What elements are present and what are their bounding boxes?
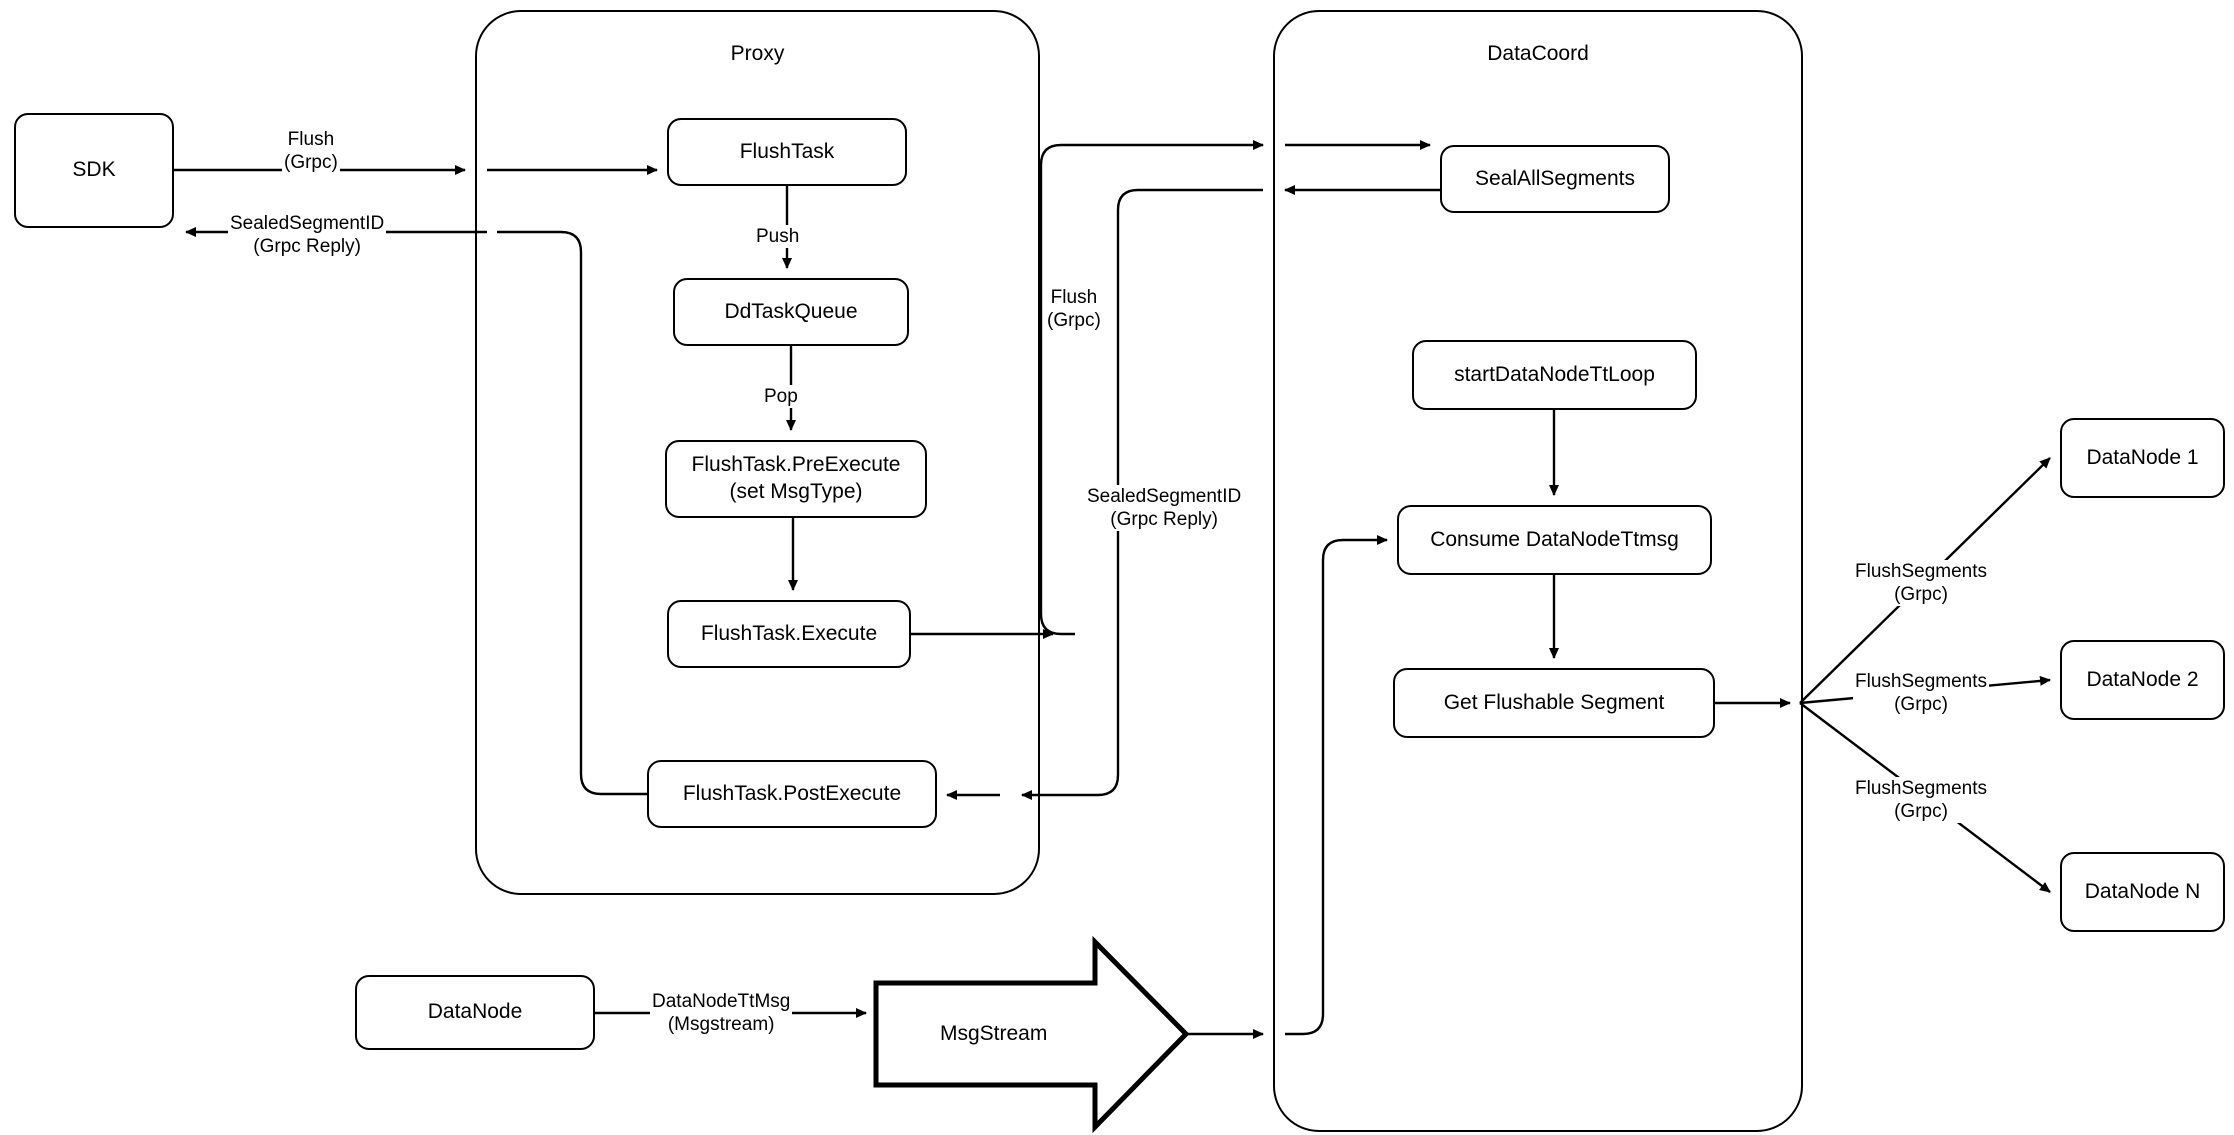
edge-label-flushsegments-1: FlushSegments (Grpc) — [1853, 560, 1990, 607]
edge-label-datanodettmsg: DataNodeTtMsg (Msgstream) — [650, 990, 793, 1037]
group-datacoord — [1273, 10, 1803, 1132]
node-datanode-1[interactable]: DataNode 1 — [2060, 418, 2225, 498]
edge-label-pop: Pop — [762, 385, 800, 409]
edge-flush-grpc-up — [1039, 140, 1264, 636]
node-flushtask-preexecute[interactable]: FlushTask.PreExecute (set MsgType) — [665, 440, 927, 518]
node-start-datanode-ttloop[interactable]: startDataNodeTtLoop — [1412, 340, 1697, 410]
edge-label-sealedsegmentid-sdk: SealedSegmentID (Grpc Reply) — [228, 212, 387, 259]
node-consume-datanode-ttmsg[interactable]: Consume DataNodeTtmsg — [1397, 505, 1712, 575]
edge-postexecute-to-sdkreply — [497, 230, 647, 796]
node-sealallsegments[interactable]: SealAllSegments — [1440, 145, 1670, 213]
edge-label-flushsegments-n: FlushSegments (Grpc) — [1853, 777, 1990, 824]
node-get-flushable-segment[interactable]: Get Flushable Segment — [1393, 668, 1715, 738]
node-flushtask-postexecute[interactable]: FlushTask.PostExecute — [647, 760, 937, 828]
node-flushtask[interactable]: FlushTask — [667, 118, 907, 186]
group-proxy — [475, 10, 1040, 895]
node-datanode-source[interactable]: DataNode — [355, 975, 595, 1050]
node-sdk[interactable]: SDK — [14, 113, 174, 228]
edge-ttmsg-up-to-consume — [1285, 535, 1388, 1036]
edge-label-flushsegments-2: FlushSegments (Grpc) — [1853, 670, 1990, 717]
edge-label-flush-grpc-sdk: Flush (Grpc) — [282, 128, 340, 175]
edge-label-sealedsegmentid-middle: SealedSegmentID (Grpc Reply) — [1085, 485, 1244, 532]
node-flushtask-execute[interactable]: FlushTask.Execute — [667, 600, 911, 668]
edge-label-push: Push — [754, 225, 802, 249]
msgstream-label: MsgStream — [940, 1022, 1048, 1045]
edge-label-flush-grpc-middle: Flush (Grpc) — [1045, 286, 1103, 333]
node-ddtaskqueue[interactable]: DdTaskQueue — [673, 278, 909, 346]
node-datanode-n[interactable]: DataNode N — [2060, 852, 2225, 932]
group-proxy-label: Proxy — [730, 42, 785, 65]
msgstream-arrow-shape — [873, 935, 1190, 1134]
group-datacoord-label: DataCoord — [1487, 42, 1589, 65]
node-datanode-2[interactable]: DataNode 2 — [2060, 640, 2225, 720]
